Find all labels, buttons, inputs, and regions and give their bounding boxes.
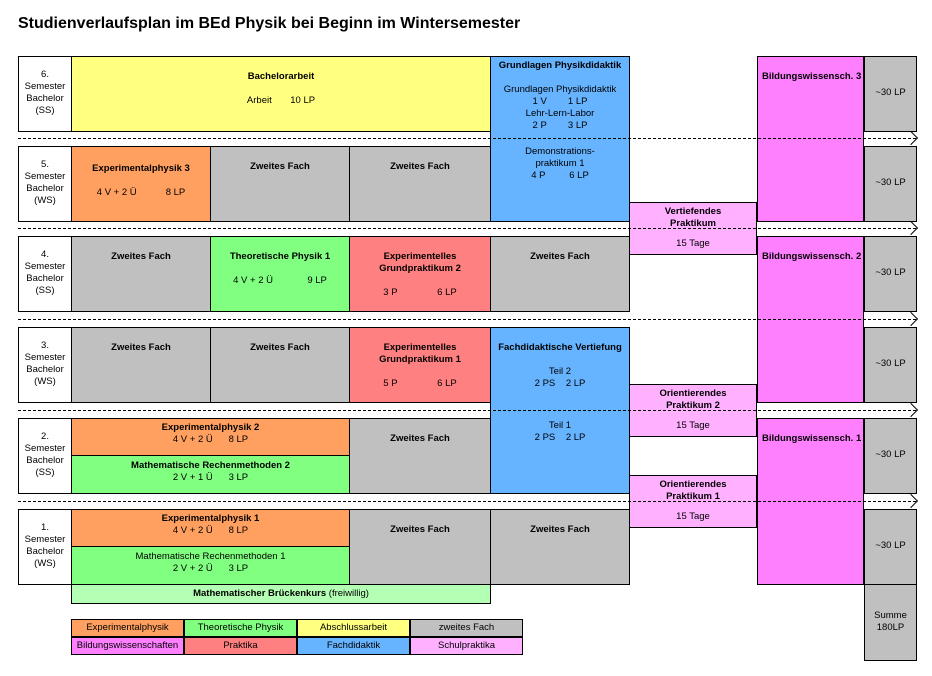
timeline-arrow-3-2 [18, 410, 916, 411]
lp-total-semester-5: ~30 LP [864, 146, 917, 222]
arrowhead-icon [903, 130, 919, 146]
mathematischer-brueckenkurs-box: Mathematischer Brückenkurs (freiwillig) [71, 584, 491, 604]
lp-total-semester-2: ~30 LP [864, 418, 917, 494]
lp-total-semester-4: ~30 LP [864, 236, 917, 312]
mathematische-rechenmethoden-2-box: Mathematische Rechenmethoden 2 2 V + 1 Ü… [71, 455, 350, 494]
zweites-fach-s1-b: Zweites Fach [490, 509, 630, 585]
timeline-arrow-5-4 [18, 228, 916, 229]
legend-theoretische-physik: Theoretische Physik [184, 619, 297, 637]
zweites-fach-s3-a: Zweites Fach [71, 327, 211, 403]
experimentalphysik-2-box: Experimentalphysik 2 4 V + 2 Ü 8 LP [71, 418, 350, 456]
timeline-arrow-4-3 [18, 319, 916, 320]
zweites-fach-s3-b: Zweites Fach [210, 327, 350, 403]
zweites-fach-s4-b: Zweites Fach [490, 236, 630, 312]
zweites-fach-s2: Zweites Fach [349, 418, 491, 494]
zweites-fach-s4-a: Zweites Fach [71, 236, 211, 312]
experimentalphysik-1-box: Experimentalphysik 1 4 V + 2 Ü 8 LP [71, 509, 350, 547]
legend-praktika: Praktika [184, 637, 297, 655]
zweites-fach-s1-a: Zweites Fach [349, 509, 491, 585]
mathematische-rechenmethoden-1-box: Mathematische Rechenmethoden 1 2 V + 2 Ü… [71, 546, 350, 585]
theoretische-physik-1-box: Theoretische Physik 1 4 V + 2 Ü 9 LP [210, 236, 350, 312]
lp-total-semester-1: ~30 LP [864, 509, 917, 585]
grundlagen-physikdidaktik-box: Grundlagen Physikdidaktik Grundlagen Phy… [490, 56, 630, 222]
experimentalphysik-3-box: Experimentalphysik 3 4 V + 2 Ü 8 LP [71, 146, 211, 222]
experimentelles-grundpraktikum-2-box: Experimentelles Grundpraktikum 2 3 P 6 L… [349, 236, 491, 312]
arrowhead-icon [903, 402, 919, 418]
arrowhead-icon [903, 311, 919, 327]
arrowhead-icon [903, 493, 919, 509]
legend-fachdidaktik: Fachdidaktik [297, 637, 410, 655]
bildungswissenschaften-3-box: Bildungswissensch. 3 [757, 56, 864, 222]
legend-bildungswissenschaften: Bildungswissenschaften [71, 637, 184, 655]
legend-zweites-fach: zweites Fach [410, 619, 523, 637]
lp-total-semester-6: ~30 LP [864, 56, 917, 132]
timeline-arrow-2-1 [18, 501, 916, 502]
arrowhead-icon [903, 220, 919, 236]
bachelorarbeit-box: Bachelorarbeit Arbeit 10 LP [71, 56, 491, 132]
lp-total-semester-3: ~30 LP [864, 327, 917, 403]
legend-experimentalphysik: Experimentalphysik [71, 619, 184, 637]
page-title: Studienverlaufsplan im BEd Physik bei Be… [18, 15, 521, 32]
zweites-fach-s5-a: Zweites Fach [210, 146, 350, 222]
experimentelles-grundpraktikum-1-box: Experimentelles Grundpraktikum 1 5 P 6 L… [349, 327, 491, 403]
legend-schulpraktika: Schulpraktika [410, 637, 523, 655]
timeline-arrow-6-5 [18, 138, 916, 139]
zweites-fach-s5-b: Zweites Fach [349, 146, 491, 222]
legend-abschlussarbeit: Abschlussarbeit [297, 619, 410, 637]
